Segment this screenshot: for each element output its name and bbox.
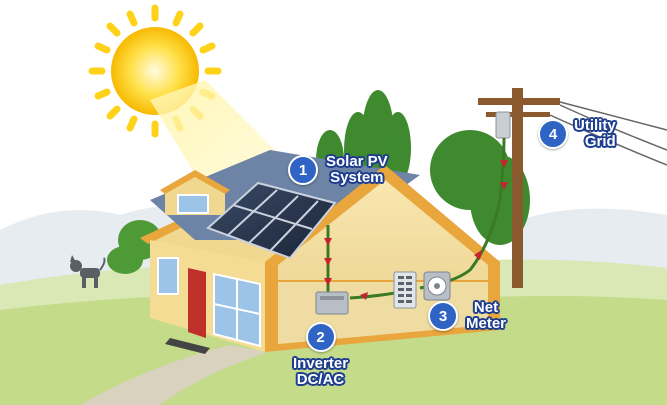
callout-utility-grid: 4 Utility Grid (538, 118, 616, 150)
callout-solar-pv: 1 Solar PV System (288, 154, 388, 186)
callout-inverter: 2 Inverter DC/AC (293, 322, 348, 388)
breaker-panel-icon (393, 271, 417, 309)
step-label-4: Utility Grid (574, 117, 616, 150)
front-door (188, 268, 206, 338)
step-label-1: Solar PV System (326, 153, 388, 186)
flow-arrows (324, 160, 508, 300)
inverter-icon (315, 291, 349, 315)
step-label-2: Inverter DC/AC (293, 355, 349, 388)
step-badge-1: 1 (288, 155, 318, 185)
step-badge-3: 3 (428, 301, 458, 331)
walkway (80, 345, 268, 405)
dog-icon (70, 255, 106, 288)
callout-net-meter: 3 Net Meter (428, 300, 506, 332)
step-badge-4: 4 (538, 119, 568, 149)
step-label-3: Net Meter (466, 299, 507, 332)
meter-icon (423, 271, 451, 301)
utility-pole-icon (478, 88, 667, 288)
step-badge-2: 2 (305, 322, 336, 352)
solar-panel-icon (206, 181, 337, 260)
